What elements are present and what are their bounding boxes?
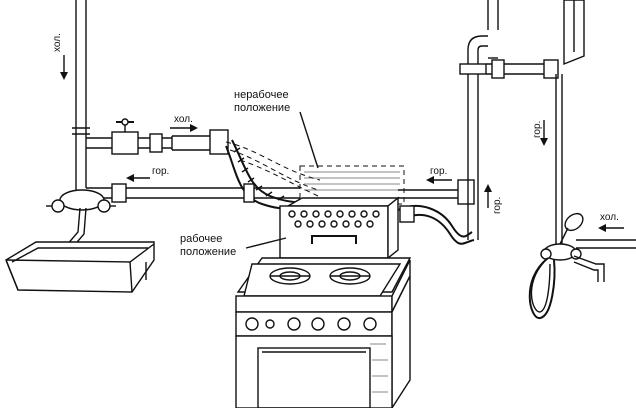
hot-horizontal-right [398, 179, 475, 205]
hose-inactive-dashed [225, 141, 321, 197]
cold-arrow-far-right [598, 224, 624, 232]
label-hot-right-vertical: гор. [492, 197, 503, 214]
left-cold-riser [72, 0, 90, 148]
hot-arrow-up-right [484, 184, 492, 208]
label-hot-left: гор. [152, 166, 169, 177]
cold-inlet-nozzle [171, 129, 229, 155]
heater-handle [311, 235, 357, 244]
heater-box-working [279, 196, 400, 260]
stove-knobs [245, 317, 377, 331]
label-working-line1: рабочее [180, 233, 222, 245]
pipe-to-tank [486, 59, 559, 79]
burner-left [269, 267, 311, 285]
hot-arrow-far-right [540, 120, 548, 146]
burner-right [329, 267, 371, 285]
hot-arrow-left [126, 174, 150, 182]
label-cold-left: хол. [52, 33, 63, 52]
label-hot-right: гор. [430, 166, 447, 177]
hot-arrow-right [426, 176, 452, 184]
inactive-pointer [299, 111, 319, 169]
label-inactive-line1: нерабочее [234, 89, 289, 101]
cold-arrow-mid [170, 124, 198, 132]
right-hose-to-heater [397, 205, 475, 245]
right-riser [459, 0, 499, 240]
label-inactive-line2: положение [234, 102, 290, 114]
shower-hose [528, 257, 556, 319]
gas-stove [235, 257, 412, 408]
flexible-hose [225, 139, 301, 211]
working-pointer [245, 237, 287, 249]
cold-arrow-left [60, 55, 68, 80]
sink-basin [5, 241, 155, 293]
water-tank [563, 0, 585, 66]
shower-mixer [540, 239, 636, 282]
shower-riser [555, 74, 563, 246]
cold-branch-pipe [86, 118, 172, 155]
label-working-line2: положение [180, 246, 236, 258]
left-mixer-faucet [46, 148, 116, 249]
shower-head [559, 212, 584, 245]
label-hot-far-right: гор. [532, 121, 543, 138]
label-cold-far-right: хол. [600, 212, 619, 223]
heater-holes [288, 210, 380, 228]
label-cold-mid: хол. [174, 114, 193, 125]
hot-horizontal-left [86, 183, 300, 203]
